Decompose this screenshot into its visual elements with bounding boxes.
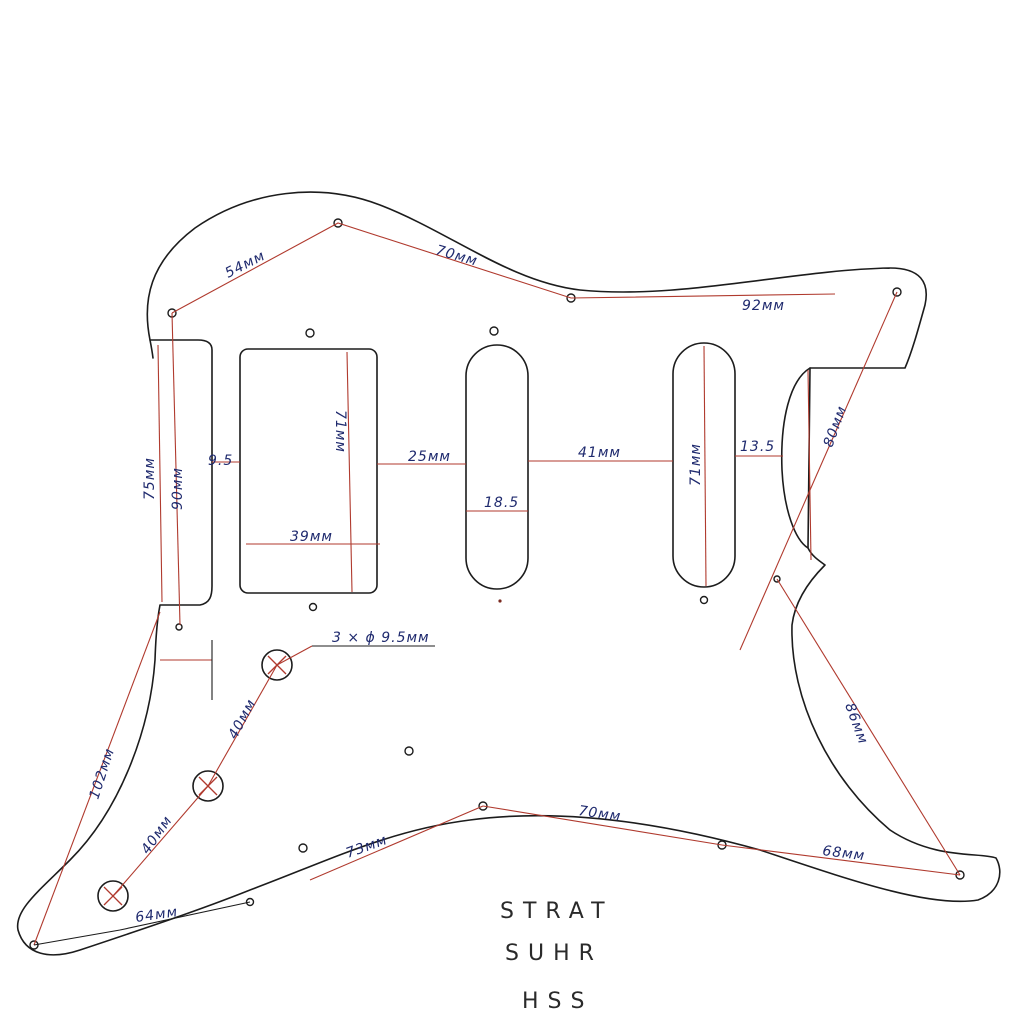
dim-label-70-bottom: 70мм xyxy=(577,803,622,825)
neck-single-coil-cutout xyxy=(672,342,736,588)
dim-label-68: 68мм xyxy=(822,843,867,864)
dim-label-90: 90мм xyxy=(170,467,186,510)
dim-label-9-5: 9.5 xyxy=(208,453,233,469)
screw-hole xyxy=(404,746,414,756)
dim-label-39: 39мм xyxy=(290,529,333,545)
dim-label-18-5: 18.5 xyxy=(484,495,519,511)
dimension-lines xyxy=(33,222,961,946)
pickguard-outline xyxy=(16,191,1001,956)
dim-label-102: 102мм xyxy=(87,746,119,801)
screw-hole xyxy=(175,623,183,631)
dim-label-75: 75мм xyxy=(142,457,158,500)
humbucker-cutout xyxy=(239,348,378,594)
dim-label-control-holes: 3 × ϕ 9.5мм xyxy=(332,630,430,646)
screw-hole xyxy=(308,602,318,612)
screw-hole xyxy=(498,599,502,603)
screw-hole xyxy=(699,595,709,605)
dim-label-41: 41мм xyxy=(578,445,621,461)
dim-label-13-5: 13.5 xyxy=(740,439,775,455)
screw-hole xyxy=(305,328,315,338)
label-line-3: HSS xyxy=(522,989,593,1014)
dim-label-54: 54мм xyxy=(223,248,269,282)
dim-label-80: 80мм xyxy=(821,404,851,450)
dim-label-71-single: 71мм xyxy=(688,443,704,486)
label-line-1: STRAT xyxy=(500,899,614,924)
screw-hole xyxy=(489,326,499,336)
screw-hole xyxy=(298,843,308,853)
label-line-2: SUHR xyxy=(505,941,603,966)
dim-label-40-lower: 40мм xyxy=(138,813,176,857)
dim-label-25: 25мм xyxy=(408,449,451,465)
dim-label-71-humbucker: 71мм xyxy=(332,410,348,453)
neck-edge-curve xyxy=(780,367,811,549)
dim-label-73: 73мм xyxy=(344,832,390,862)
dim-label-70-top: 70мм xyxy=(434,242,480,269)
middle-single-coil-cutout xyxy=(465,344,529,590)
dim-label-92: 92мм xyxy=(742,298,785,314)
dim-label-40-upper: 40мм xyxy=(225,696,259,741)
neck-pocket-edge xyxy=(149,339,154,359)
dim-label-64: 64мм xyxy=(134,904,179,926)
